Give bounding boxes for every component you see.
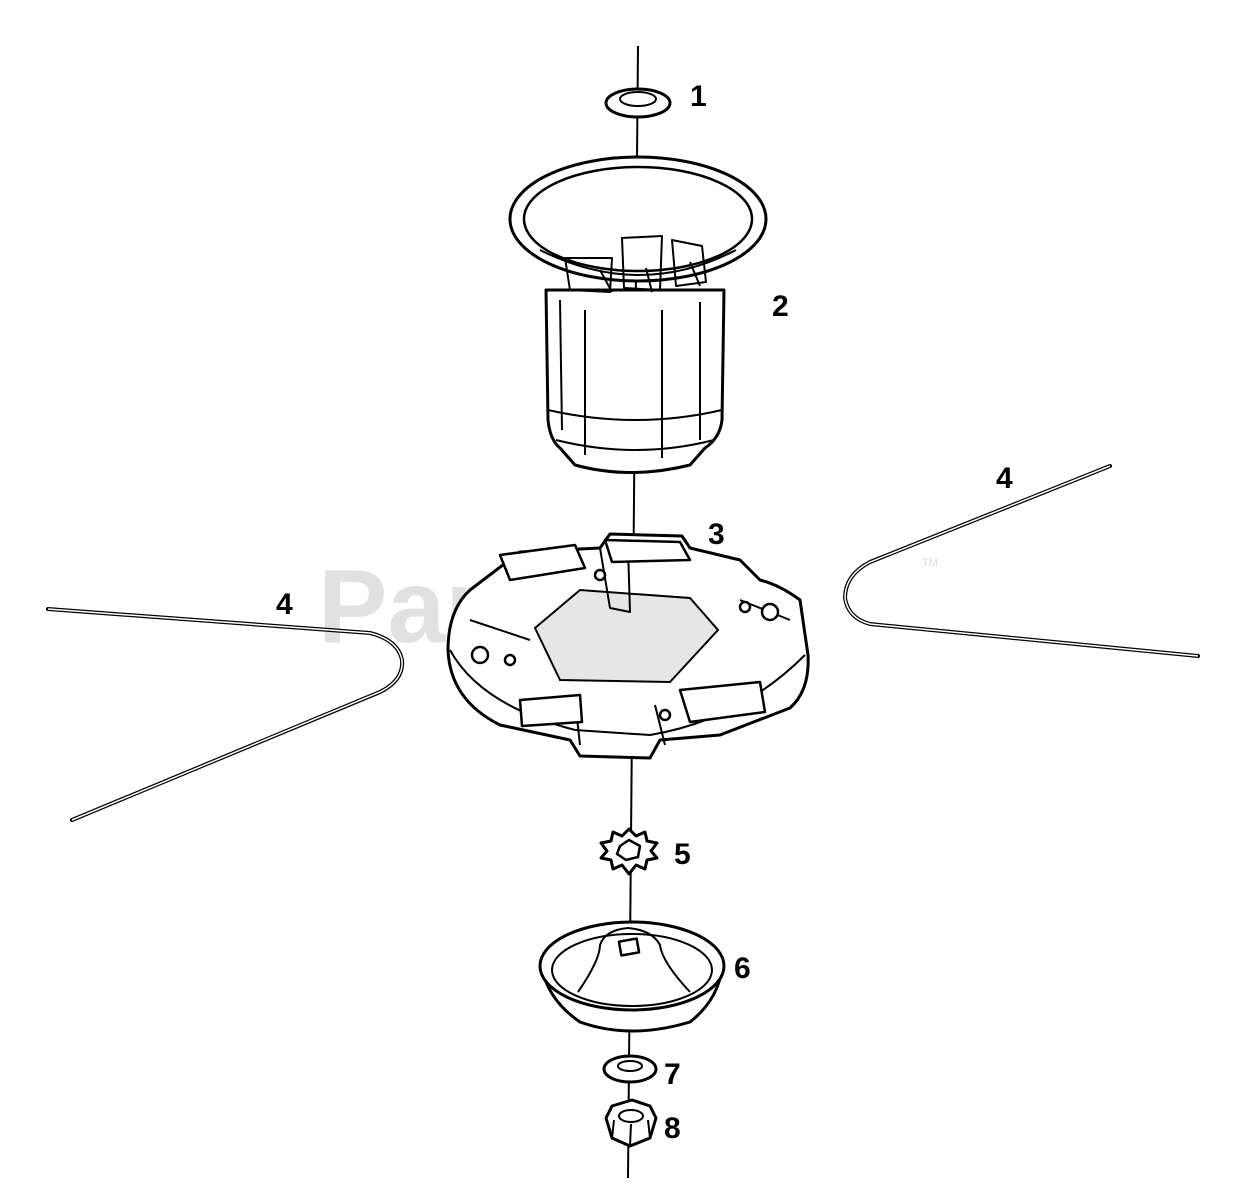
callout-6: 6 — [734, 952, 751, 985]
callout-2: 2 — [772, 290, 789, 323]
callout-5: 5 — [674, 838, 691, 871]
callout-1: 1 — [690, 80, 707, 113]
callout-4-right: 4 — [996, 462, 1013, 495]
part-5-star-washer — [599, 827, 659, 876]
part-8-nut — [604, 1098, 658, 1148]
part-3-line-head — [446, 532, 810, 760]
callout-4-left: 4 — [276, 588, 293, 621]
watermark-tm: TM — [922, 557, 938, 569]
part-7-washer — [602, 1054, 658, 1084]
part-4-right-trimmer-line — [842, 464, 1200, 658]
callout-3: 3 — [708, 518, 725, 551]
part-2-hub-cup — [508, 155, 768, 474]
part-6-dome-cap — [538, 920, 726, 1033]
callout-7: 7 — [664, 1058, 681, 1091]
callout-8: 8 — [664, 1112, 681, 1145]
part-1-washer — [604, 87, 672, 119]
